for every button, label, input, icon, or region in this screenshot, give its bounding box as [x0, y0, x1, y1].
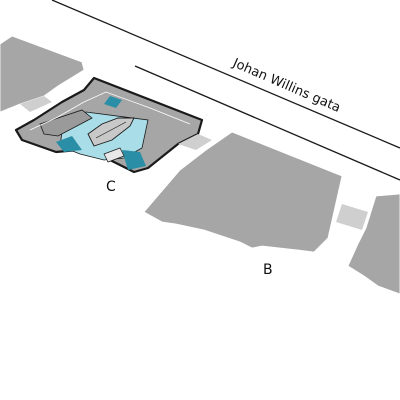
boat-deck-line: [95, 121, 127, 139]
street-line-bottom: [134, 65, 400, 181]
building-c-trim: [29, 91, 191, 131]
walkway-b-right: [336, 204, 368, 230]
building-c[interactable]: [14, 76, 204, 174]
building-right[interactable]: [347, 193, 400, 295]
pool-water-dark: [104, 96, 122, 108]
boat-shape: [87, 117, 135, 147]
street-line-top: [51, 0, 400, 149]
pool-water-dark-3: [122, 150, 146, 170]
walkway-c-b: [178, 134, 212, 150]
street-name-label: Johan Willins gata: [229, 56, 342, 116]
building-b-label: B: [263, 262, 273, 278]
walkway-left: [20, 96, 52, 112]
inner-platform: [39, 109, 93, 137]
pool-water-dark-2: [56, 136, 82, 152]
inner-walkway: [103, 147, 125, 163]
building-b[interactable]: [143, 131, 343, 253]
street-lines: [51, 0, 400, 181]
building-left[interactable]: [0, 35, 85, 113]
building-c-label: C: [106, 179, 116, 195]
